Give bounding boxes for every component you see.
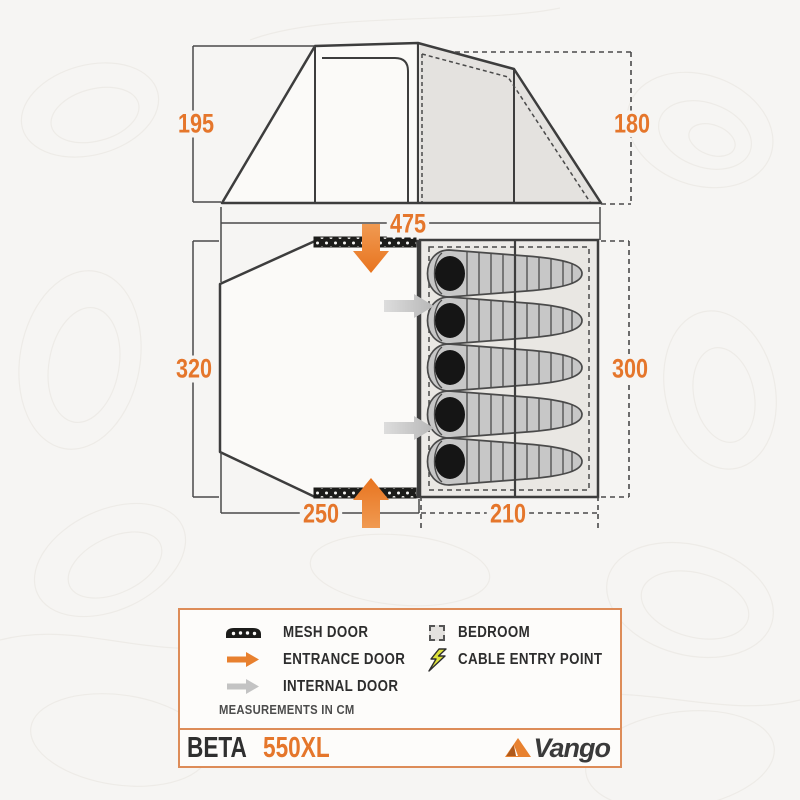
legend-item-mesh-door: MESH DOOR bbox=[224, 619, 425, 646]
legend-item-label: CABLE ENTRY POINT bbox=[458, 650, 603, 668]
elevation-door bbox=[322, 57, 409, 202]
legend-item-internal-door: INTERNAL DOOR bbox=[224, 673, 425, 700]
dimension-bedroom-length-lines bbox=[420, 497, 599, 528]
legend-item-bedroom: BEDROOM bbox=[425, 619, 626, 646]
legend-item-label: BEDROOM bbox=[458, 623, 531, 641]
dimension-living-depth: 320 bbox=[172, 355, 216, 383]
brand-text: Vango bbox=[533, 732, 611, 763]
model-suffix: 550XL bbox=[262, 731, 330, 764]
model-name: BETA 550XL bbox=[187, 731, 348, 764]
dimension-bedroom-length: 210 bbox=[486, 500, 530, 528]
cable-entry-point-icon bbox=[425, 647, 449, 672]
measurements-note: MEASUREMENTS IN CM bbox=[219, 703, 355, 717]
internal-door-icon bbox=[224, 678, 262, 695]
bedroom-icon bbox=[425, 624, 449, 641]
footer-bar: BETA 550XL Vango bbox=[178, 728, 622, 768]
mesh-door-icon bbox=[224, 626, 262, 639]
dimension-front-height: 195 bbox=[174, 110, 218, 138]
sleeping-bags bbox=[428, 250, 583, 486]
model-prefix: BETA bbox=[187, 731, 247, 764]
elevation-bedroom-area bbox=[420, 44, 600, 202]
dimension-living-length: 250 bbox=[299, 500, 343, 528]
entrance-door-icon bbox=[224, 651, 262, 668]
legend-item-cable-entry: CABLE ENTRY POINT bbox=[425, 646, 626, 673]
legend-item-label: INTERNAL DOOR bbox=[283, 677, 399, 695]
elevation-inner-tent-outline bbox=[421, 53, 591, 203]
legend-item-label: MESH DOOR bbox=[283, 623, 369, 641]
floorplan-view bbox=[192, 224, 630, 528]
legend-item-label: ENTRANCE DOOR bbox=[283, 650, 406, 668]
internal-door-arrow-2 bbox=[384, 416, 434, 440]
legend-item-entrance-door: ENTRANCE DOOR bbox=[224, 646, 425, 673]
legend-panel: MESH DOOR ENTRANCE DOOR INTERNAL DOOR bbox=[178, 608, 622, 730]
elevation-view bbox=[192, 41, 632, 205]
dimension-total-length: 475 bbox=[386, 210, 430, 238]
entrance-door-arrow-bottom bbox=[353, 478, 389, 528]
vango-logo: Vango bbox=[505, 732, 611, 763]
dimension-bedroom-depth: 300 bbox=[608, 355, 652, 383]
internal-door-arrow-1 bbox=[384, 294, 434, 318]
dimension-bedroom-height: 180 bbox=[610, 110, 654, 138]
vango-triangle-icon bbox=[505, 738, 532, 757]
living-area bbox=[218, 239, 420, 499]
entrance-door-arrow-top bbox=[353, 224, 389, 273]
